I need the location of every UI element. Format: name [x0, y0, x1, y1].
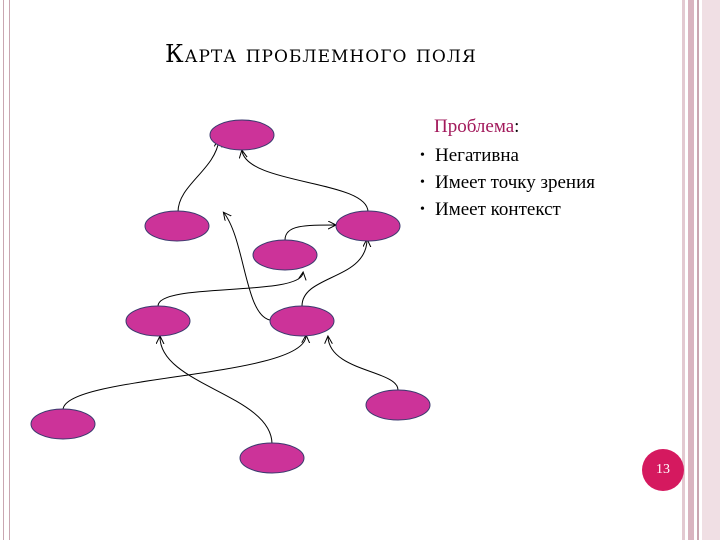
node-n9 [365, 389, 431, 421]
node-n8 [239, 442, 305, 474]
node-n6 [269, 305, 335, 337]
node-n3 [335, 210, 401, 242]
node-n2 [144, 210, 210, 242]
problem-property-item: Имеет контекст [420, 196, 680, 223]
edge-n8-to-n5 [160, 337, 273, 445]
edge-n7-to-n6 [62, 336, 306, 411]
edge-n6-to-n2 [224, 213, 271, 321]
edge-n4-to-n3 [284, 225, 335, 241]
problem-heading: Проблема: [420, 116, 680, 138]
edge-n2-to-n1 [177, 140, 219, 213]
edge-n9-to-n6 [328, 337, 399, 391]
right-frame-border [682, 0, 720, 540]
left-frame-border [0, 0, 10, 540]
problem-description: Проблема: Негативна Имеет точку зрения И… [420, 116, 680, 223]
edge-n6-to-n3 [301, 240, 367, 307]
problem-property-item: Негативна [420, 142, 680, 169]
node-n5 [125, 305, 191, 337]
edge-n5-to-n6 [157, 273, 303, 307]
problem-heading-colon: : [514, 116, 520, 137]
slide-title: Карта проблемного поля [165, 40, 477, 68]
node-n1 [209, 119, 275, 151]
page-number-badge: 13 [642, 449, 684, 491]
problem-properties-list: Негативна Имеет точку зрения Имеет конте… [420, 142, 680, 223]
edge-n3-to-n1 [242, 151, 369, 213]
node-n7 [30, 408, 96, 440]
node-n4 [252, 239, 318, 271]
problem-property-item: Имеет точку зрения [420, 169, 680, 196]
problem-heading-label: Проблема [434, 116, 515, 137]
